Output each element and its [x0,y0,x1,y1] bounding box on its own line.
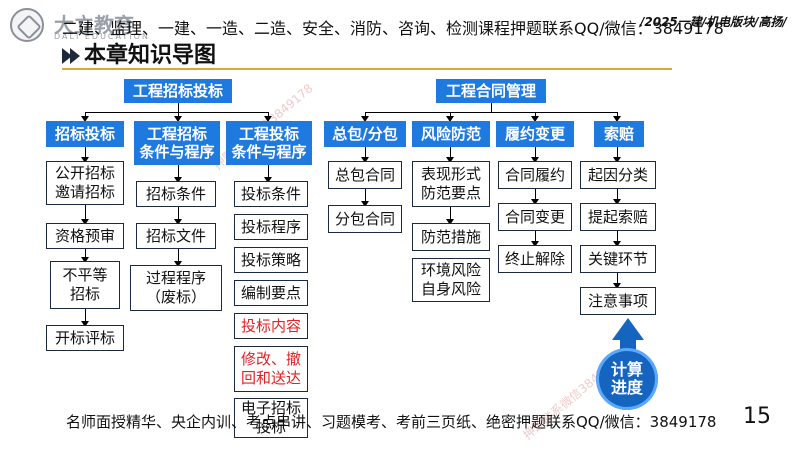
node-open-invite-bid: 公开招标 邀请招标 [46,161,124,205]
connector-arrow [174,207,182,225]
connector-arrow [81,309,89,327]
connector-arrow [264,112,272,122]
node-bid-strategy: 投标策略 [234,247,308,273]
course-path: /2025一建/机电版块/高扬/ [640,15,787,29]
connector-arrow [531,189,539,205]
node-contract-change: 合同变更 [498,203,572,231]
logo-icon [10,8,44,42]
connector-arrow [361,189,369,207]
connector-arrow [613,112,621,122]
node-bid-procedure: 投标程序 [234,214,308,240]
connector-arrow [531,231,539,247]
node-prequalification: 资格预审 [46,223,124,249]
node-general-contract: 总包合同 [328,161,402,189]
col-header-claim: 索赔 [594,121,644,147]
connector-arrow [531,112,539,122]
node-modify-withdraw: 修改、撤 回和送达 [234,346,308,392]
node-compilation-points: 编制要点 [234,280,308,306]
title-divider [62,68,672,70]
connector-arrow [613,231,621,247]
node-e-bidding: 电子招标 投标 [234,398,308,438]
connector-arrow [361,147,369,163]
page-number: 15 [743,404,771,429]
col-header-general-sub: 总包/分包 [324,121,406,147]
node-subcontract: 分包合同 [328,205,402,233]
node-file-claim: 提起索赔 [580,203,656,231]
root-bidding: 工程招标投标 [124,79,232,103]
top-banner: 二建、监理、一建、一造、二造、安全、消防、咨询、检测课程押题联系QQ/微信：38… [62,19,724,38]
title-marker-icon [62,48,72,64]
node-bid-opening: 开标评标 [46,325,124,351]
calc-progress-badge: 计算 进度 [596,348,658,410]
col-header-performance: 履约变更 [496,121,574,147]
node-claim-cause: 起因分类 [580,161,656,189]
connector [85,112,268,113]
node-risk-measures: 防范措施 [412,223,490,251]
connector [178,103,179,113]
connector-arrow [446,207,454,225]
node-termination: 终止解除 [498,245,572,273]
connector [365,112,617,113]
node-performance: 合同履约 [498,161,572,189]
root-contract: 工程合同管理 [436,79,546,103]
connector-arrow [361,112,369,122]
connector-arrow [446,112,454,122]
connector-arrow [81,112,89,122]
connector-arrow [531,147,539,163]
connector-arrow [81,147,89,163]
bottom-banner: 名师面授精华、央企内训、考点串讲、习题模考、考前三页纸、绝密押题联系QQ/微信：… [66,413,717,431]
node-key-links: 关键环节 [580,245,656,273]
connector-arrow [81,205,89,225]
node-bid-content: 投标内容 [234,313,308,339]
brand-name: 大立教育 [54,13,134,37]
connector-arrow [81,249,89,263]
connector-arrow [613,273,621,289]
brand-sub: DALI EDUCATION [54,32,150,41]
col-header-tender-conditions: 工程招标 条件与程序 [134,121,220,165]
col-header-bidding: 招标投标 [46,121,124,147]
connector-arrow [613,147,621,163]
up-arrow-icon [612,318,644,340]
connector-arrow [174,165,182,183]
col-header-bid-conditions: 工程投标 条件与程序 [226,121,312,165]
node-unequal-bid: 不平等 招标 [50,261,120,309]
connector-arrow [264,165,272,183]
connector-arrow [174,249,182,267]
connector-arrow [613,189,621,205]
node-env-self-risk: 环境风险 自身风险 [412,258,490,302]
node-bid-conditions: 投标条件 [234,181,308,207]
connector-arrow [446,147,454,163]
node-tender-documents: 招标文件 [136,223,216,249]
node-procedure-invalid: 过程程序 （废标） [130,265,222,311]
node-risk-forms: 表现形式 防范要点 [412,161,490,207]
page-title: 本章知识导图 [84,43,217,68]
title-marker-icon-2 [70,48,80,64]
node-notes: 注意事项 [580,287,656,315]
connector-arrow [174,112,182,122]
col-header-risk: 风险防范 [412,121,490,147]
node-tender-conditions: 招标条件 [136,181,216,207]
connector [491,103,492,113]
